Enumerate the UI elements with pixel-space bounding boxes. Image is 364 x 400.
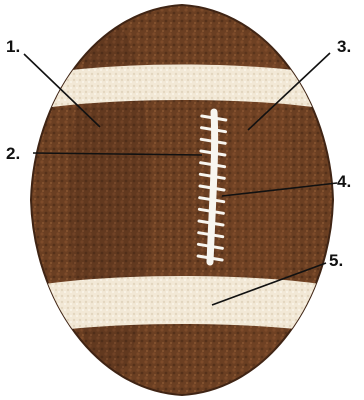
callout-label-2: 2. <box>6 144 20 163</box>
callout-label-4: 4. <box>337 172 351 191</box>
callout-label-5: 5. <box>329 251 343 270</box>
callout-label-1: 1. <box>6 37 20 56</box>
football-body <box>20 5 344 395</box>
callout-label-3: 3. <box>337 37 351 56</box>
